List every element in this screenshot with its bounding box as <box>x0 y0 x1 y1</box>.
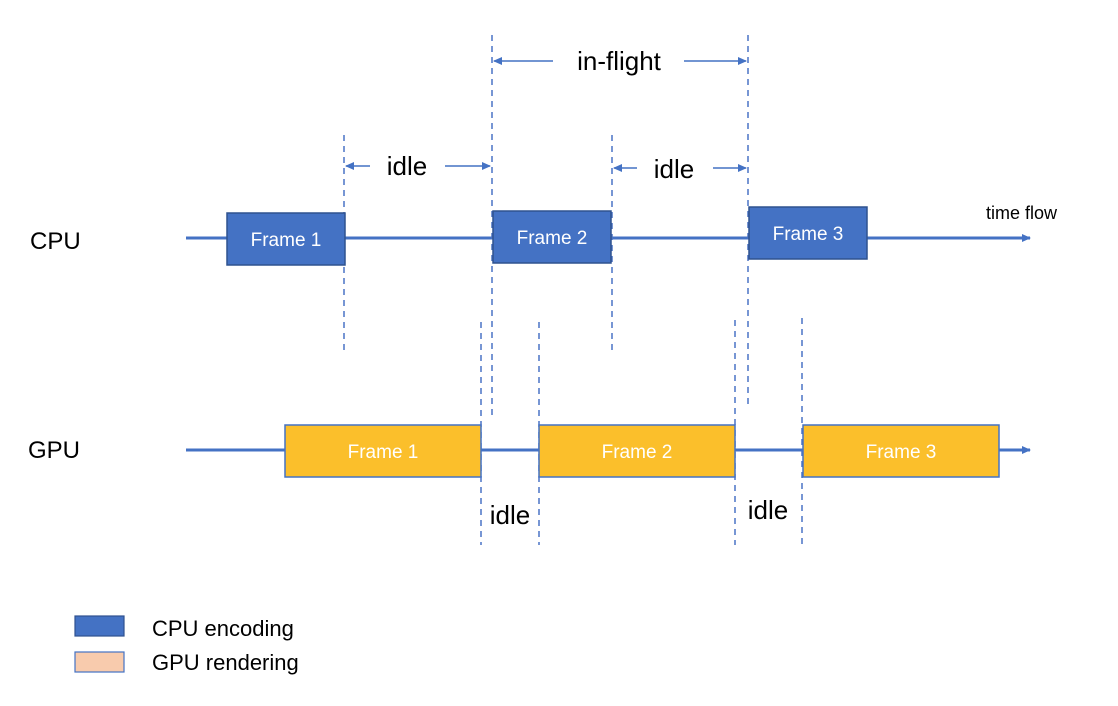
cpu-idle-1-label: idle <box>387 151 427 181</box>
gpu-frame-2-label: Frame 2 <box>602 442 673 463</box>
gpu-frame-3: Frame 3 <box>802 424 1000 478</box>
cpu-frame-1-label: Frame 1 <box>251 230 322 251</box>
in-flight-label: in-flight <box>577 46 662 76</box>
cpu-idle-2-label: idle <box>654 154 694 184</box>
gpu-frame-1-label: Frame 1 <box>348 442 419 463</box>
legend-label-gpu: GPU rendering <box>152 650 299 675</box>
cpu-frame-2: Frame 2 <box>492 210 612 264</box>
gpu-lane-label: GPU <box>28 437 80 464</box>
gpu-frame-2: Frame 2 <box>538 424 736 478</box>
legend-swatch-cpu <box>74 615 125 637</box>
cpu-frame-1: Frame 1 <box>226 212 346 266</box>
legend-swatch-gpu <box>74 651 125 673</box>
gpu-frame-3-label: Frame 3 <box>866 442 937 463</box>
gpu-idle-2-label: idle <box>748 495 788 525</box>
cpu-frame-2-label: Frame 2 <box>517 228 588 249</box>
cpu-frame-3: Frame 3 <box>748 206 868 260</box>
cpu-lane-label: CPU <box>30 228 81 255</box>
gpu-frame-1: Frame 1 <box>284 424 482 478</box>
gpu-idle-1-label: idle <box>490 500 530 530</box>
legend-label-cpu: CPU encoding <box>152 616 294 641</box>
legend: CPU encoding GPU rendering <box>74 615 299 675</box>
time-flow-label: time flow <box>986 203 1058 223</box>
cpu-frame-3-label: Frame 3 <box>773 224 844 245</box>
